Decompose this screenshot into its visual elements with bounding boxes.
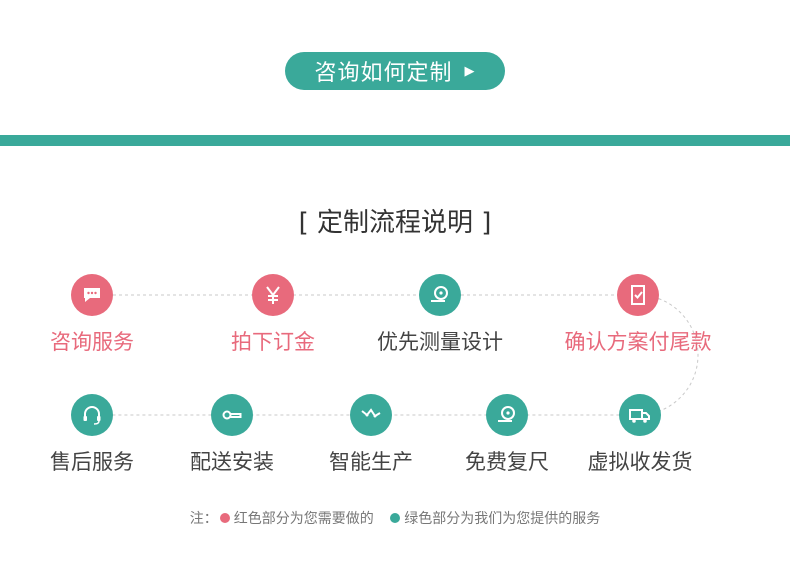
note-red-text: 红色部分为您需要做的 <box>233 511 374 527</box>
green-dot-icon <box>390 513 401 523</box>
chat-icon <box>71 274 113 316</box>
play-arrow-icon: ▶ <box>464 63 476 79</box>
truck-icon <box>619 394 661 436</box>
step-consult-service: 咨询服务 <box>12 274 172 356</box>
step-label: 智能生产 <box>329 450 413 474</box>
legend-note: 注： 红色部分为您需要做的 绿色部分为我们为您提供的服务 <box>0 508 790 528</box>
step-label: 配送安装 <box>190 450 274 474</box>
step-smart-production: 智能生产 <box>291 394 451 476</box>
consult-customize-label: 咨询如何定制 <box>314 61 453 86</box>
step-label: 确认方案付尾款 <box>564 330 712 354</box>
note-green-text: 绿色部分为我们为您提供的服务 <box>404 511 601 527</box>
yen-icon <box>252 274 294 316</box>
step-label: 虚拟收发货 <box>587 450 693 474</box>
wrench-icon <box>211 394 253 436</box>
step-label: 优先测量设计 <box>377 330 503 354</box>
step-measure-design: 优先测量设计 <box>360 274 520 356</box>
step-label: 售后服务 <box>50 450 134 474</box>
step-label: 拍下订金 <box>231 330 315 354</box>
machine-icon <box>350 394 392 436</box>
consult-customize-button[interactable]: 咨询如何定制 ▶ <box>285 52 505 90</box>
step-label: 免费复尺 <box>465 450 549 474</box>
section-title: [ 定制流程说明 ] <box>298 208 492 238</box>
step-free-remeasure: 免费复尺 <box>427 394 587 476</box>
step-virtual-shipping: 虚拟收发货 <box>560 394 720 476</box>
step-delivery-install: 配送安装 <box>152 394 312 476</box>
tape-measure-icon <box>419 274 461 316</box>
step-pay-deposit: 拍下订金 <box>193 274 353 356</box>
note-prefix: 注： <box>189 511 218 527</box>
red-dot-icon <box>219 513 230 523</box>
step-label: 咨询服务 <box>50 330 134 354</box>
headset-icon <box>71 394 113 436</box>
section-divider <box>0 135 790 146</box>
step-after-sales: 售后服务 <box>12 394 172 476</box>
step-confirm-plan-pay-balance: 确认方案付尾款 <box>558 274 718 356</box>
tape-measure-icon <box>486 394 528 436</box>
checklist-icon <box>617 274 659 316</box>
